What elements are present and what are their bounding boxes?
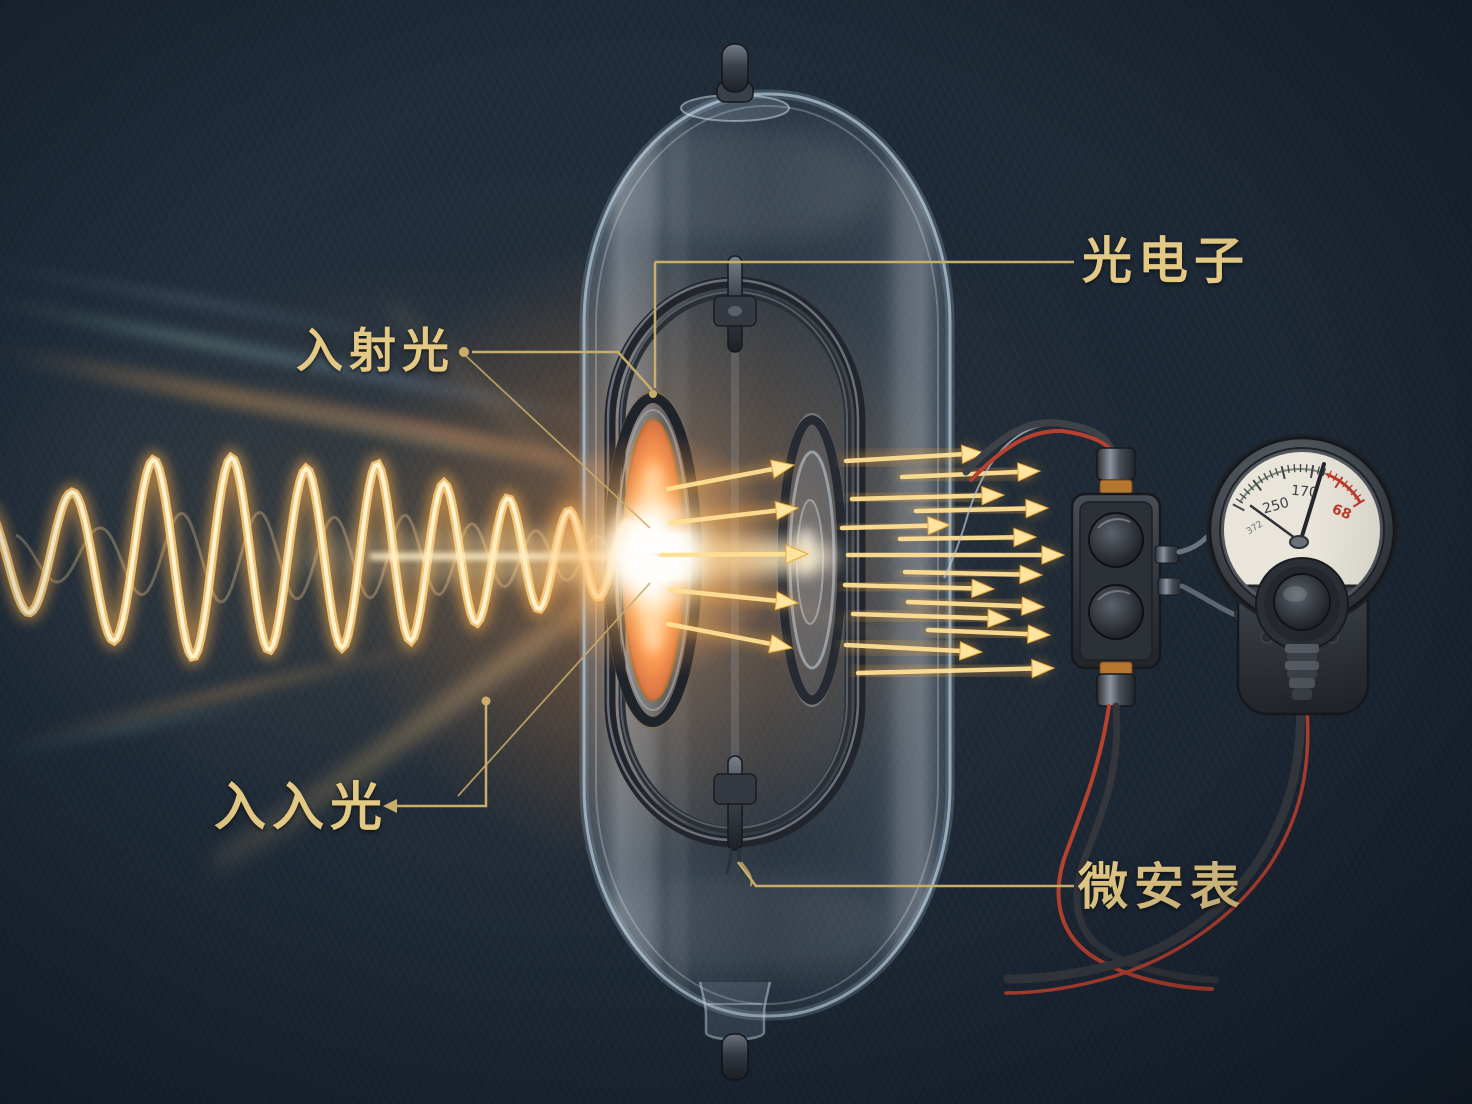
electron-arrowhead xyxy=(1025,498,1050,519)
microammeter-gauge: 250 170 68 372 xyxy=(1206,434,1398,716)
electron-arrowhead xyxy=(959,641,984,661)
box-top-ferrule xyxy=(1096,447,1136,481)
electron-arrow xyxy=(913,506,1033,514)
bottom-pin-clamp xyxy=(713,773,757,805)
electron-arrowhead xyxy=(971,578,996,599)
box-terminal-bottom xyxy=(1157,577,1183,596)
dial-tick xyxy=(1293,464,1296,473)
electron-arrowhead xyxy=(1013,527,1038,548)
box-top-band xyxy=(1099,479,1133,495)
box-bottom-band xyxy=(1099,661,1133,676)
dial-tick xyxy=(1305,464,1308,473)
label-microammeter: 微安表 xyxy=(1078,858,1246,916)
box-bottom-ferrule xyxy=(1096,673,1136,707)
electron-arrow xyxy=(902,569,1027,577)
knob-highlight xyxy=(1283,586,1307,602)
electron-arrow xyxy=(897,535,1021,542)
leader-dot-incoming xyxy=(481,696,491,706)
meter-stem-wire xyxy=(1003,697,1306,984)
electron-arrowhead xyxy=(1041,545,1066,565)
top-nipple xyxy=(721,43,749,93)
electron-arrowhead xyxy=(1017,462,1042,482)
label-photoelectrons: 光电子 xyxy=(1082,232,1250,290)
electron-arrow xyxy=(839,523,935,531)
red-wire-bottom xyxy=(1056,704,1214,991)
electron-arrow xyxy=(658,551,793,558)
bottom-glass-stem xyxy=(698,981,772,1041)
label-incoming-light: 入入光 xyxy=(214,778,389,838)
label-incident-light: 入射光 xyxy=(296,324,455,379)
needle-pivot xyxy=(1289,535,1309,549)
electron-arrowhead xyxy=(1019,564,1044,585)
box-terminal-top xyxy=(1154,545,1180,564)
electron-arrowhead xyxy=(981,485,1006,506)
box-knob-top xyxy=(1088,512,1144,568)
leader-dot-incident xyxy=(459,347,469,357)
bottom-tip xyxy=(721,1033,749,1081)
leader-dot-cathode xyxy=(649,390,657,398)
box-knob-bottom xyxy=(1088,584,1144,640)
electron-arrowhead xyxy=(987,608,1012,629)
electron-arrowhead xyxy=(1027,624,1052,644)
electron-arrowhead xyxy=(1021,596,1046,616)
meter-knob xyxy=(1273,573,1331,631)
electron-arrowhead xyxy=(1031,658,1056,679)
top-pin-bolt xyxy=(728,306,742,316)
